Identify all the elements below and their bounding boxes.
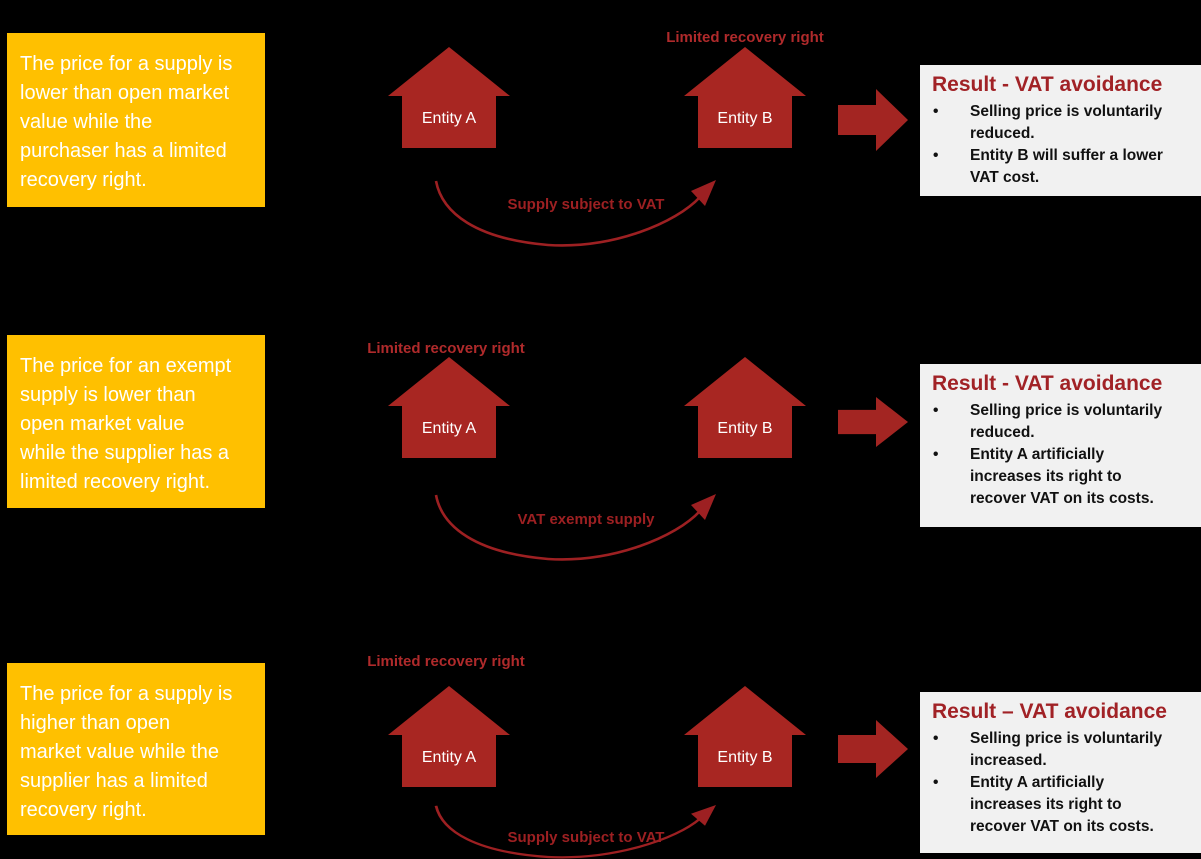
entity-a-label: Entity A: [421, 110, 477, 127]
entity-b-label: Entity B: [717, 110, 773, 127]
result-bullet-list: Selling price is voluntarily reduced. En…: [932, 101, 1193, 189]
result-title: Result – VAT avoidance: [932, 700, 1167, 723]
scenario-description-card: The price for a supply is lower than ope…: [7, 33, 265, 207]
result-bullet: Selling price is voluntarily reduced.: [932, 101, 1191, 145]
house-icon: [388, 357, 510, 458]
curved-arrow-icon: [434, 805, 716, 859]
limited-recovery-right-label: Limited recovery right: [367, 340, 525, 357]
scenario-description-card: The price for an exempt supply is lower …: [7, 335, 265, 508]
house-icon: [684, 47, 806, 148]
entity-b-house: Entity B: [684, 686, 806, 787]
curved-arrow-icon: [434, 180, 716, 247]
result-pointer: [838, 397, 908, 447]
result-bullet: Entity A artificially increases its righ…: [932, 772, 1191, 838]
supply-flow-arrow: [428, 175, 723, 260]
block-arrow-icon: [838, 720, 908, 778]
entity-a-label: Entity A: [421, 420, 477, 437]
house-icon: [684, 357, 806, 458]
block-arrow-icon: [838, 397, 908, 447]
house-icon: [684, 686, 806, 787]
result-bullet: Entity B will suffer a lower VAT cost.: [932, 145, 1191, 189]
house-icon: [388, 686, 510, 787]
house-icon: [388, 47, 510, 148]
result-bullet: Selling price is voluntarily increased.: [932, 728, 1191, 772]
limited-recovery-right-label: Limited recovery right: [666, 29, 824, 46]
entity-b-house: Entity B: [684, 47, 806, 148]
scenario-description-card: The price for a supply is higher than op…: [7, 663, 265, 835]
result-bullet: Entity A artificially increases its righ…: [932, 444, 1191, 510]
entity-a-label: Entity A: [421, 749, 477, 766]
supply-flow-label: VAT exempt supply: [517, 511, 655, 528]
entity-a-house: Entity A: [388, 47, 510, 148]
entity-b-house: Entity B: [684, 357, 806, 458]
result-bullet-list: Selling price is voluntarily increased. …: [932, 728, 1193, 838]
entity-b-label: Entity B: [717, 420, 773, 437]
supply-flow-label: Supply subject to VAT: [507, 829, 665, 846]
supply-flow-arrow: [428, 489, 723, 574]
result-pointer: [838, 720, 908, 778]
curved-arrow-icon: [434, 494, 716, 561]
block-arrow-icon: [838, 89, 908, 151]
result-card: Result - VAT avoidance Selling price is …: [920, 65, 1201, 196]
limited-recovery-right-label: Limited recovery right: [367, 653, 525, 670]
result-card: Result - VAT avoidance Selling price is …: [920, 364, 1201, 527]
supply-flow-label: Supply subject to VAT: [507, 196, 665, 213]
result-bullet: Selling price is voluntarily reduced.: [932, 400, 1191, 444]
result-title: Result - VAT avoidance: [932, 73, 1163, 96]
entity-a-house: Entity A: [388, 686, 510, 787]
result-title: Result - VAT avoidance: [932, 372, 1163, 395]
supply-flow-arrow: [428, 801, 723, 859]
result-pointer: [838, 89, 908, 151]
result-card: Result – VAT avoidance Selling price is …: [920, 692, 1201, 853]
result-bullet-list: Selling price is voluntarily reduced. En…: [932, 400, 1193, 510]
entity-a-house: Entity A: [388, 357, 510, 458]
entity-b-label: Entity B: [717, 749, 773, 766]
